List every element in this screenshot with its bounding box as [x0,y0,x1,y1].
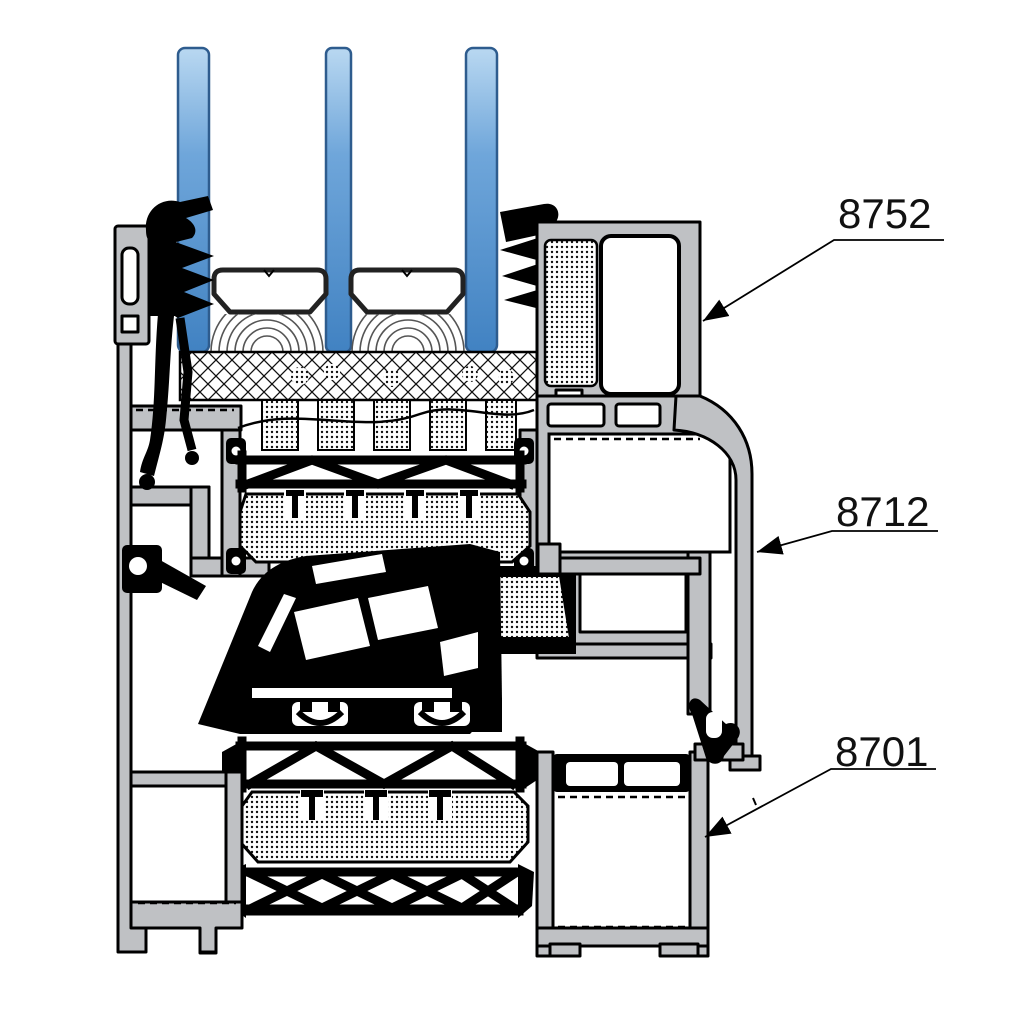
profile-8752-chamber [599,234,681,396]
sill-left-wall [535,750,555,958]
frame-inner-wall [686,550,712,716]
spacer-bar-2 [348,267,466,315]
sill-shoe-left [129,770,244,954]
foil-block [373,399,411,451]
clip-hole [129,557,147,575]
gasket-tail-2 [175,317,197,452]
sill-top-connector [689,698,762,772]
thermal-truss-1 [235,450,527,493]
sealant-arc-right [351,314,465,352]
stipple-blob [383,369,401,387]
tick-mark [752,797,757,806]
channel-slot [624,762,680,786]
spacer-notches [263,269,413,278]
foil-block [261,399,299,451]
foil-wavy-line [237,408,535,430]
glass-pane-inner [464,46,499,354]
foil-block [485,399,517,451]
leader-arrow-8752 [702,239,944,322]
gasket-bulb [185,451,199,465]
thermal-truss-3 [228,864,534,918]
vent-bottom-elbow [536,542,562,576]
foil-block [429,399,467,451]
insulation-foam-2 [240,790,530,864]
vent-bottom-rail [558,556,702,576]
sill-right-wall [688,750,710,958]
gasket-bulb [139,474,155,490]
clip-wedge [156,560,206,600]
profile-8701 [535,698,762,958]
gasket-gap [312,554,386,584]
left-clip-slot [120,246,140,306]
screw-channel [292,702,348,726]
leader-arrow-8712 [756,530,938,555]
foil-block [317,399,355,451]
frame-chamber-2 [578,570,688,634]
center-gasket-cluster [198,542,702,734]
sill-foot [548,942,582,958]
foam-pocket [492,575,572,639]
sill-bottom-band [535,926,710,948]
screw-channel [414,702,470,726]
gasket-body [150,242,176,316]
glazing-gasket-left [122,196,214,600]
gasket-fingers [168,240,214,318]
gasket-tail-1 [140,314,174,476]
frame-chamber-1 [547,432,732,554]
glazing-spacers [211,267,466,315]
part-labels: 8752 8712 8701 [702,190,944,838]
crosshatch-rect [178,350,542,402]
channel-slot [566,762,618,786]
interlock-slot [614,402,662,428]
serration-line [558,795,685,929]
foam-slots-2 [300,790,452,820]
shoe-right-wall [224,770,244,908]
rail-left [220,428,242,578]
profile-8752 [535,220,702,414]
profile-8752-foam [543,238,599,388]
stipple-blob [291,367,309,385]
stipple-blob [324,364,340,380]
part-label-8752: 8752 [838,190,931,237]
stipple-blob [498,369,514,385]
gasket-gap [294,598,370,660]
gasket-gap [252,688,452,698]
connector-gasket-hole [706,712,722,738]
spacer-bar-1 [211,267,329,315]
gasket-gap [440,632,478,676]
left-clip-slot-2 [120,314,140,334]
stipple-blob [462,366,478,382]
gasket-gap [258,594,296,652]
thermal-truss-2 [222,736,540,793]
foil-block-row [237,399,535,451]
gasket-knob [145,196,213,246]
foam-slots-1 [284,490,480,520]
leader-arrow-8701 [704,768,936,838]
interlock-slot [546,402,606,428]
glass-pane-middle [324,46,353,354]
gasket-gap [368,586,438,640]
sill-foot [658,942,700,958]
part-label-8712: 8712 [836,488,929,535]
sealant-arc-left [210,314,324,352]
shoe-bottom-band [129,900,244,954]
sealant-arcs [210,314,465,352]
part-label-8701: 8701 [835,728,928,775]
backer-crosshatch-band [178,350,542,402]
